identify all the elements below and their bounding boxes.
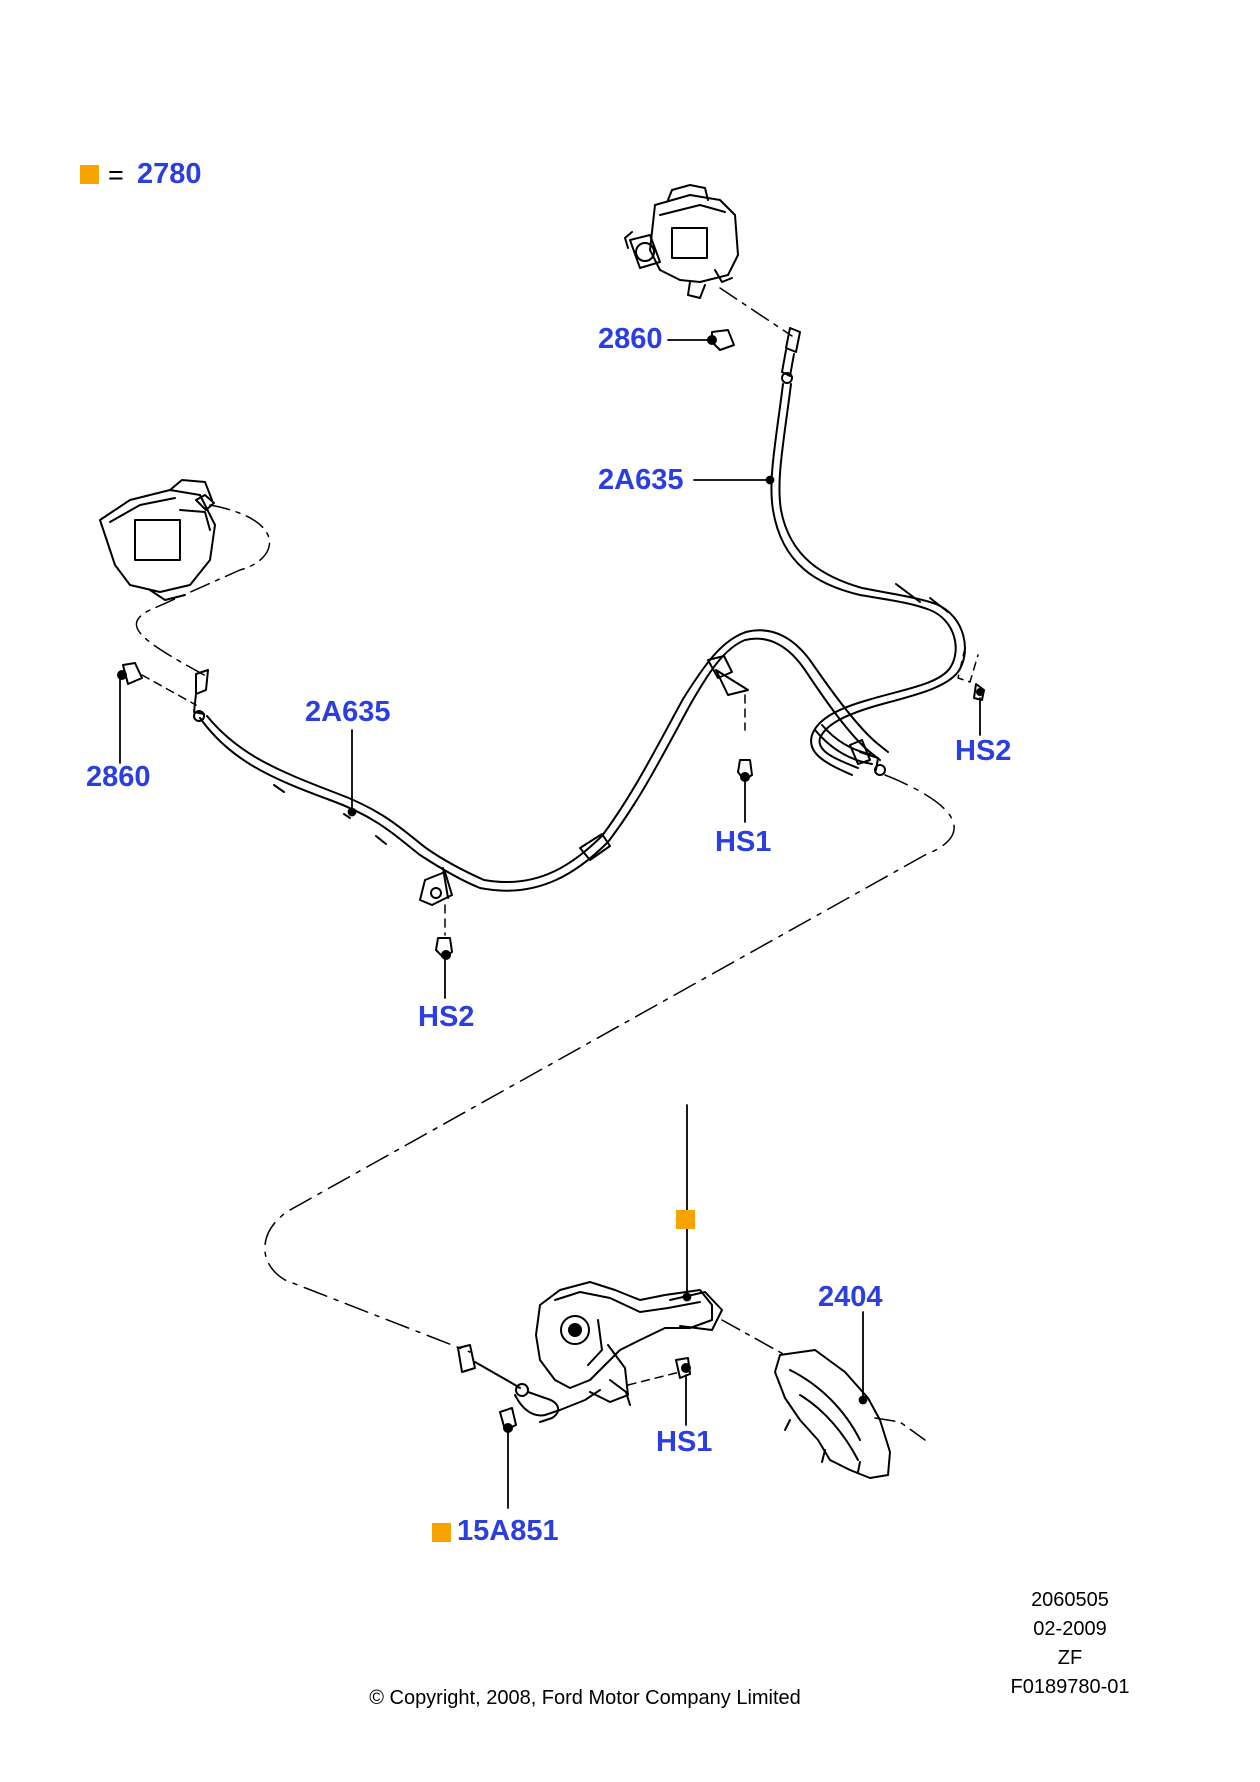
- copyright-notice: © Copyright, 2008, Ford Motor Company Li…: [369, 1687, 801, 1709]
- bolt-hs1-mid: [737, 759, 753, 782]
- marker-adjuster: [432, 1523, 451, 1542]
- label-hs1-mid: HS1: [715, 826, 772, 858]
- doc-code: 2060505: [1031, 1589, 1109, 1611]
- bolt-hs2-right: [957, 647, 985, 701]
- adjuster-cable: [457, 1344, 560, 1433]
- caliper-top-right-link: [719, 287, 793, 337]
- caliper-top-right: [624, 184, 739, 299]
- lever-boot: [774, 1349, 926, 1479]
- label-hs1-lower: HS1: [656, 1426, 713, 1458]
- clip-left: [117, 662, 143, 685]
- legend-marker: [80, 165, 99, 184]
- bracket-hs2-left: [419, 867, 453, 906]
- cable-left: [199, 629, 889, 892]
- label-clip-left: 2860: [86, 761, 151, 793]
- legend-equals: =: [108, 160, 124, 190]
- caliper-left: [99, 479, 216, 601]
- label-cable-top: 2A635: [598, 464, 684, 496]
- label-adjuster: 15A851: [457, 1515, 559, 1547]
- label-hs2-left: HS2: [418, 1001, 475, 1033]
- cable-end-left: [193, 669, 209, 722]
- leader-lines: [119, 335, 981, 1509]
- screw-hs1-lower: [675, 1357, 691, 1379]
- caliper-left-link: [135, 504, 271, 677]
- marker-lever: [676, 1210, 695, 1229]
- doc-date: 02-2009: [1033, 1618, 1107, 1640]
- label-cable-left: 2A635: [305, 696, 391, 728]
- cable-end-top: [781, 327, 801, 384]
- bolt-hs2-left: [435, 937, 453, 960]
- doc-region: ZF: [1057, 1647, 1083, 1669]
- label-hs2-right: HS2: [955, 735, 1012, 767]
- doc-figure: F0189780-01: [1010, 1676, 1130, 1698]
- legend-part-label: 2780: [137, 158, 202, 190]
- cable-route-link: [264, 774, 955, 1353]
- label-boot: 2404: [818, 1281, 883, 1313]
- label-clip-top: 2860: [598, 323, 663, 355]
- equalizer-junction: [814, 724, 886, 776]
- handbrake-lever: [514, 1281, 723, 1417]
- cable-top: [770, 383, 966, 776]
